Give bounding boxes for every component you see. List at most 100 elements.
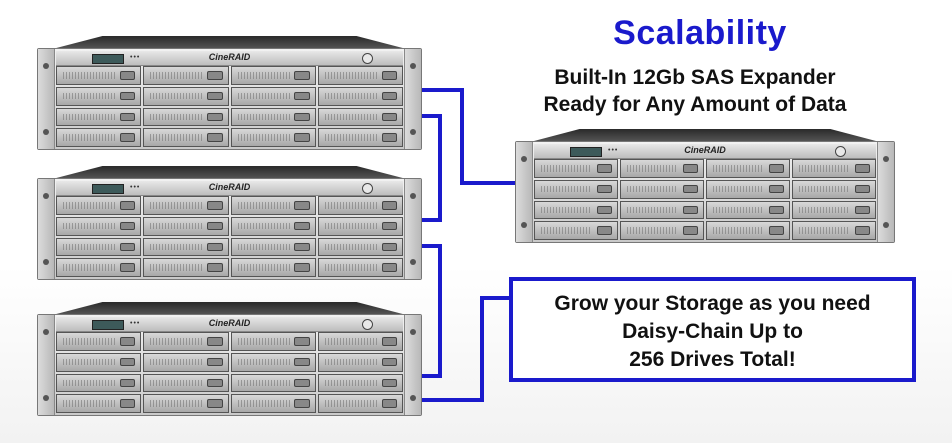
- power-button-icon: [362, 319, 373, 330]
- drive-bay: [792, 221, 876, 240]
- drive-bay: [230, 196, 316, 215]
- drive-bay: [317, 107, 403, 127]
- drive-bay: [56, 86, 142, 106]
- rack-ear-right: [404, 179, 421, 279]
- drive-bay: [317, 216, 403, 236]
- drive-bay: [230, 332, 316, 351]
- drive-bay: [230, 394, 316, 413]
- drive-bay: [317, 66, 403, 85]
- front-bezel: ••• CineRAID: [534, 144, 876, 159]
- chassis-front: ••• CineRAID: [515, 141, 895, 243]
- drive-bay: [143, 352, 229, 372]
- drive-bay: [317, 128, 403, 147]
- drive-bay: [317, 373, 403, 393]
- drive-bay: [706, 179, 790, 199]
- drive-bay: [230, 128, 316, 147]
- drive-bay: [56, 237, 142, 257]
- drive-bay: [317, 332, 403, 351]
- callout-box: Grow your Storage as you need Daisy-Chai…: [509, 277, 916, 382]
- front-bezel: ••• CineRAID: [56, 181, 403, 196]
- drive-bay: [143, 332, 229, 351]
- drive-bay: [143, 107, 229, 127]
- cable-unit1-to-right: [420, 88, 520, 185]
- drive-bay: [230, 237, 316, 257]
- status-leds: •••: [130, 184, 141, 191]
- raid-unit-4: ••• CineRAID: [515, 129, 895, 243]
- drive-bays: [56, 332, 403, 413]
- drive-bay: [706, 159, 790, 178]
- raid-unit-3: ••• CineRAID: [37, 302, 422, 416]
- drive-bay: [534, 200, 618, 220]
- front-bezel: ••• CineRAID: [56, 51, 403, 66]
- drive-bays: [56, 196, 403, 277]
- drive-bay: [230, 216, 316, 236]
- status-leds: •••: [608, 147, 619, 154]
- lcd-display: [92, 320, 124, 330]
- drive-bay: [143, 216, 229, 236]
- drive-bay: [143, 196, 229, 215]
- drive-bay: [317, 86, 403, 106]
- drive-bay: [56, 394, 142, 413]
- drive-bay: [230, 352, 316, 372]
- drive-bay: [534, 159, 618, 178]
- drive-bay: [792, 179, 876, 199]
- drive-bay: [56, 373, 142, 393]
- callout-line-3: 256 Drives Total!: [629, 348, 796, 371]
- drive-bay: [706, 221, 790, 240]
- drive-bay: [143, 66, 229, 85]
- drive-bay: [317, 394, 403, 413]
- power-button-icon: [835, 146, 846, 157]
- drive-bay: [143, 258, 229, 277]
- rack-ear-right: [404, 49, 421, 149]
- drive-bay: [56, 216, 142, 236]
- drive-bay: [534, 221, 618, 240]
- chassis-front: ••• CineRAID: [37, 178, 422, 280]
- drive-bay: [143, 394, 229, 413]
- rack-ear-left: [38, 49, 55, 149]
- raid-unit-1: ••• CineRAID: [37, 36, 422, 150]
- drive-bay: [230, 107, 316, 127]
- callout-line-2: Daisy-Chain Up to: [622, 320, 803, 343]
- power-button-icon: [362, 53, 373, 64]
- lcd-display: [92, 184, 124, 194]
- subtitle-line-1: Built-In 12Gb SAS Expander: [554, 66, 836, 89]
- page-title: Scalability: [613, 14, 787, 52]
- brand-logo: CineRAID: [684, 145, 726, 155]
- cable-unit1-to-unit2: [420, 114, 442, 222]
- subtitle-line-2: Ready for Any Amount of Data: [543, 93, 847, 116]
- drive-bay: [317, 258, 403, 277]
- drive-bay: [230, 258, 316, 277]
- drive-bay: [56, 352, 142, 372]
- drive-bay: [792, 159, 876, 178]
- drive-bay: [143, 237, 229, 257]
- chassis-top: [526, 129, 884, 143]
- drive-bay: [143, 373, 229, 393]
- callout-line-1: Grow your Storage as you need: [554, 292, 871, 315]
- drive-bays: [56, 66, 403, 147]
- cable-callout: [420, 296, 512, 402]
- drive-bay: [620, 159, 704, 178]
- drive-bay: [143, 86, 229, 106]
- drive-bay: [56, 196, 142, 215]
- drive-bay: [143, 128, 229, 147]
- status-leds: •••: [130, 320, 141, 327]
- drive-bay: [56, 66, 142, 85]
- drive-bay: [792, 200, 876, 220]
- drive-bay: [317, 352, 403, 372]
- front-bezel: ••• CineRAID: [56, 317, 403, 332]
- drive-bay: [230, 86, 316, 106]
- lcd-display: [92, 54, 124, 64]
- drive-bay: [317, 237, 403, 257]
- raid-unit-2: ••• CineRAID: [37, 166, 422, 280]
- drive-bay: [230, 66, 316, 85]
- brand-logo: CineRAID: [208, 318, 251, 328]
- chassis-top: [48, 166, 411, 180]
- status-leds: •••: [130, 54, 141, 61]
- rack-ear-left: [38, 315, 55, 415]
- chassis-front: ••• CineRAID: [37, 314, 422, 416]
- drive-bay: [56, 107, 142, 127]
- drive-bays: [534, 159, 876, 240]
- power-button-icon: [362, 183, 373, 194]
- brand-logo: CineRAID: [208, 182, 251, 192]
